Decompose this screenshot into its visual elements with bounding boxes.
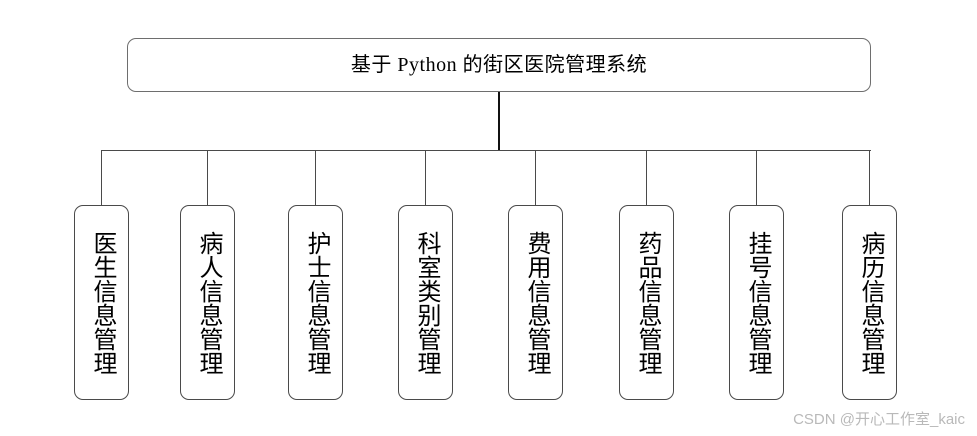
node-label: 挂号信息管理 <box>744 230 770 375</box>
root-node-system-title[interactable]: 基于 Python 的街区医院管理系统 <box>127 38 871 92</box>
node-medicine-info-management[interactable]: 药品信息管理 <box>619 205 674 400</box>
node-label: 医生信息管理 <box>89 230 115 375</box>
connector-drop-8 <box>869 151 870 205</box>
node-label: 病人信息管理 <box>195 230 221 375</box>
connector-drop-6 <box>646 151 647 205</box>
connector-root-stem <box>498 92 500 151</box>
node-patient-info-management[interactable]: 病人信息管理 <box>180 205 235 400</box>
connector-horizontal-bus <box>101 150 871 151</box>
root-node-label: 基于 Python 的街区医院管理系统 <box>350 54 648 76</box>
node-label: 费用信息管理 <box>523 230 549 375</box>
connector-drop-3 <box>315 151 316 205</box>
node-fee-info-management[interactable]: 费用信息管理 <box>508 205 563 400</box>
watermark-text: CSDN @开心工作室_kaic <box>793 411 965 428</box>
node-label: 病历信息管理 <box>857 230 883 375</box>
node-label: 药品信息管理 <box>634 230 660 375</box>
node-doctor-info-management[interactable]: 医生信息管理 <box>74 205 129 400</box>
node-label: 护士信息管理 <box>303 230 329 375</box>
node-medical-record-info-management[interactable]: 病历信息管理 <box>842 205 897 400</box>
connector-drop-7 <box>756 151 757 205</box>
connector-drop-5 <box>535 151 536 205</box>
node-label: 科室类别管理 <box>413 230 439 375</box>
connector-drop-2 <box>207 151 208 205</box>
connector-drop-1 <box>101 151 102 205</box>
connector-drop-4 <box>425 151 426 205</box>
node-nurse-info-management[interactable]: 护士信息管理 <box>288 205 343 400</box>
node-department-category-management[interactable]: 科室类别管理 <box>398 205 453 400</box>
node-registration-info-management[interactable]: 挂号信息管理 <box>729 205 784 400</box>
